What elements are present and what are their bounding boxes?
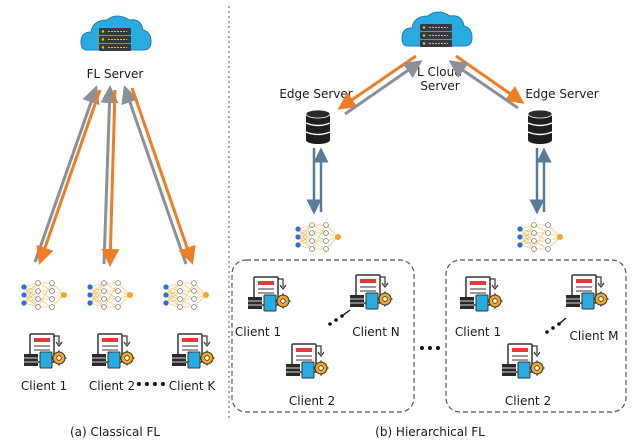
client-device-icon xyxy=(349,274,394,310)
client-device-icon xyxy=(285,343,330,379)
ellipsis-dots xyxy=(545,317,567,334)
cloud-server-icon xyxy=(80,15,152,52)
ellipsis-dots xyxy=(420,346,440,350)
client-device-icon xyxy=(91,333,136,369)
client-device-icon xyxy=(23,333,68,369)
neural-network-icon xyxy=(86,280,134,310)
edge-server-label: Edge Server xyxy=(525,87,598,101)
client-label: Client 2 xyxy=(89,379,135,393)
client-label: Client K xyxy=(169,379,217,393)
client-label: Client 2 xyxy=(505,394,551,408)
client-device-icon xyxy=(247,276,292,312)
panel-classical-fl: FL Server Client 1 Client 2 Client K (a)… xyxy=(20,15,217,439)
caption-classical: (a) Classical FL xyxy=(70,425,160,439)
neural-network-icon xyxy=(516,222,564,252)
client-label: Client 1 xyxy=(21,379,67,393)
cloud-server-label: FL Cloud xyxy=(410,65,462,79)
neural-network-icon xyxy=(294,222,342,252)
client-label: Client 2 xyxy=(289,394,335,408)
cloud-edge-arrows xyxy=(337,54,525,116)
edge-server-label: Edge Server xyxy=(279,87,352,101)
caption-hierarchical: (b) Hierarchical FL xyxy=(375,425,485,439)
ellipsis-dots xyxy=(328,309,351,326)
client-label: Client N xyxy=(352,325,400,339)
cloud-server-label: Server xyxy=(420,79,459,93)
client-device-icon xyxy=(501,343,546,379)
edge-model-arrows xyxy=(306,147,552,215)
client-label: Client M xyxy=(570,329,619,343)
panel-hierarchical-fl: FL Cloud Server Edge Server Edge Server xyxy=(231,11,627,439)
client-device-icon xyxy=(171,333,216,369)
ellipsis-dots xyxy=(137,382,165,386)
neural-network-icon xyxy=(20,280,68,310)
client-device-icon xyxy=(565,274,610,310)
classical-arrows xyxy=(33,85,196,267)
fl-server-label: FL Server xyxy=(87,67,144,81)
client-device-icon xyxy=(459,276,504,312)
client-group-left xyxy=(231,259,415,413)
database-icon xyxy=(527,109,553,145)
client-group-right xyxy=(445,259,627,413)
database-icon xyxy=(305,109,331,145)
cloud-server-icon xyxy=(401,11,473,48)
client-label: Client 1 xyxy=(235,325,281,339)
client-label: Client 1 xyxy=(455,325,501,339)
neural-network-icon xyxy=(162,280,210,310)
